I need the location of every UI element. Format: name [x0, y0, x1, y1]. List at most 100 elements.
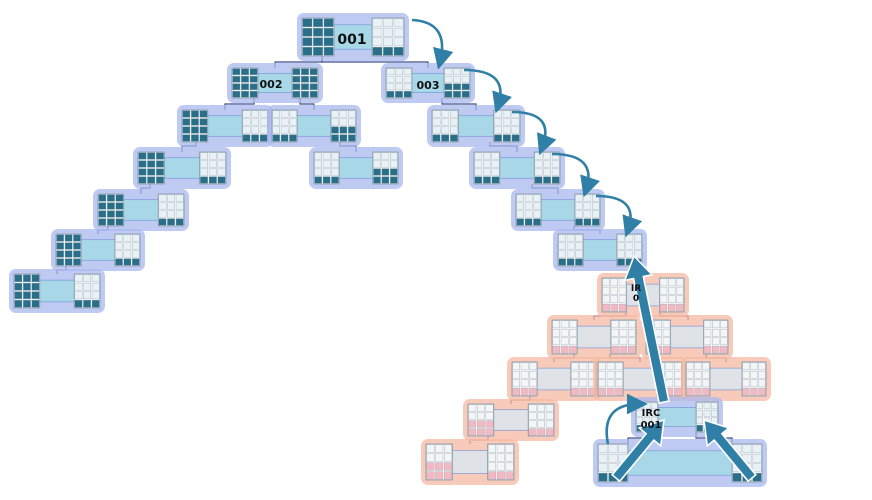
node-block-right-cell: [534, 176, 543, 184]
node-block-left-cell: [575, 250, 583, 258]
node-block-left: [425, 443, 453, 481]
node-block-left-cell: [73, 242, 81, 250]
node-block-left-cell: [552, 320, 560, 329]
node-block-left-cell: [686, 362, 694, 371]
node-block-left-cell: [566, 258, 575, 266]
node-block-left-cell: [441, 118, 450, 126]
node-block-left-cell: [598, 370, 606, 379]
node-block-left-cell: [23, 299, 31, 308]
node-block-left-cell: [182, 134, 191, 142]
node-block-right-cell: [91, 291, 100, 300]
node-block-left-cell: [474, 168, 483, 176]
node-block-right-cell: [545, 428, 554, 436]
node-block-right-cell: [123, 234, 132, 242]
node-block-right-cell: [393, 46, 404, 56]
node-block-left-cell: [477, 404, 485, 412]
node-block-left-cell: [569, 337, 577, 346]
node-irc-r1: [641, 315, 733, 359]
node-block-left-cell: [331, 152, 339, 160]
node-block-left-cell: [566, 234, 575, 242]
node-block-left-cell: [31, 274, 40, 283]
node-block-left-cell: [426, 471, 435, 480]
node-block-left-cell: [512, 379, 520, 388]
node-block-right: [616, 233, 643, 267]
node-block-right-cell: [575, 210, 583, 218]
node-block-right-cell: [301, 75, 309, 83]
node-block-right-cell: [339, 126, 348, 134]
node-block-left-cell: [533, 194, 541, 202]
node-block-left-cell: [435, 453, 444, 462]
node-block-right: [291, 67, 319, 99]
node-block-right-cell: [339, 110, 348, 118]
node-block-left-cell: [569, 345, 577, 354]
node-block-left-cell: [249, 68, 258, 76]
node-block-left-cell: [516, 210, 524, 218]
node-block-left-cell: [313, 46, 323, 56]
node-block-left-cell: [73, 250, 81, 258]
node-block-right-cell: [742, 444, 752, 454]
node-block-left-cell: [441, 134, 450, 142]
node-block-left-cell: [520, 379, 529, 388]
node-left-1b: [267, 105, 361, 147]
node-block-left-cell: [662, 345, 671, 354]
node-block-right-cell: [175, 210, 184, 218]
node-block-right-cell: [167, 194, 175, 202]
node-block-left-cell: [602, 278, 610, 287]
node-block-right-cell: [696, 409, 703, 417]
node-block-right-cell: [251, 118, 259, 126]
big-arrow-left-shape: [611, 418, 665, 483]
node-block-left: [231, 67, 259, 99]
node-block-left-cell: [280, 118, 289, 126]
node-block-left-cell: [560, 320, 569, 329]
node-block-left-cell: [694, 387, 702, 396]
node-block-right-cell: [732, 472, 742, 482]
node-block-right-cell: [676, 303, 684, 312]
node-block-left-cell: [289, 118, 297, 126]
node-block-left-cell: [610, 303, 618, 312]
node-block-right-cell: [742, 370, 750, 379]
node-block-right-cell: [292, 83, 301, 91]
node-block-right-cell: [461, 90, 470, 98]
node-block-left-cell: [602, 286, 610, 295]
node-block-right-cell: [720, 328, 728, 337]
node-block-right-cell: [83, 282, 92, 291]
node-block-right: [330, 109, 357, 143]
node-block-left-cell: [395, 68, 403, 76]
node-block-right-cell: [543, 152, 552, 160]
node-block-left-cell: [552, 328, 560, 337]
node-label-002: 002: [260, 78, 283, 91]
node-block-right-cell: [758, 362, 766, 371]
node-block-right-cell: [453, 68, 461, 76]
node-block-right-cell: [750, 370, 758, 379]
node-block-left-cell: [468, 428, 477, 436]
node-block-right-cell: [242, 134, 251, 142]
node-block-left-cell: [618, 444, 628, 454]
big-arrow-right-shape: [703, 418, 757, 483]
node-block-right-cell: [301, 68, 309, 76]
node-block-right-cell: [348, 110, 356, 118]
node-block-left-cell: [694, 362, 702, 371]
node-block-left-cell: [147, 168, 156, 176]
node-block-right-cell: [592, 210, 600, 218]
node-block-right-cell: [665, 370, 674, 379]
node-block-right-cell: [628, 345, 636, 354]
node-block-right-cell: [634, 234, 642, 242]
node-block-left-cell: [524, 218, 533, 226]
node-block-right-cell: [383, 37, 393, 47]
node-block-left-cell: [610, 278, 618, 287]
node-block-left: [511, 361, 538, 397]
node-block-right: [610, 319, 637, 355]
node-irc-m2: [593, 357, 687, 401]
node-block-left: [557, 233, 584, 267]
node-block-right-cell: [373, 168, 381, 176]
node-block-right: [741, 361, 767, 397]
node-block-left-cell: [241, 75, 249, 83]
node-block-left-cell: [199, 126, 208, 134]
node-block-right-cell: [703, 320, 712, 329]
node-block-left-cell: [450, 126, 459, 134]
node-block-left: [385, 67, 413, 99]
node-block-right-cell: [208, 152, 217, 160]
node-block-left-cell: [618, 278, 627, 287]
node-block-right-cell: [175, 202, 184, 210]
